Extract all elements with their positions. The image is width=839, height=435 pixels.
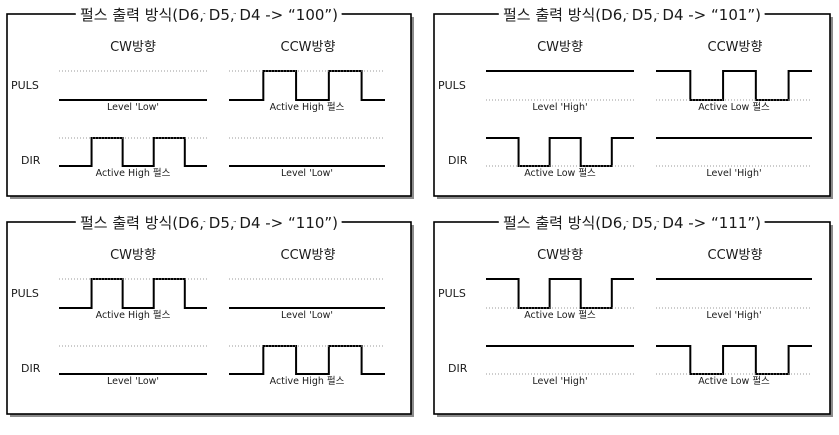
- panel-4: 펄스 출력 방식(D6, D5, D4 -> “111”) CW방향 CCW방향 PU…: [433, 209, 833, 417]
- dir-cw-caption: Level 'High': [532, 376, 587, 387]
- puls-cw-caption: Level 'Low': [107, 102, 159, 113]
- ccw-direction-label: CCW방향: [708, 248, 763, 263]
- dir-ccw-caption: Level 'Low': [281, 168, 333, 179]
- puls-ccw-caption: Active High 펄스: [270, 101, 345, 113]
- puls-cw-caption: Active High 펄스: [96, 309, 171, 321]
- cw-direction-label: CW방향: [537, 248, 583, 263]
- ccw-direction-label: CCW방향: [281, 40, 336, 55]
- dir-cw-waveform: [486, 137, 634, 167]
- panel-frame: [6, 221, 412, 415]
- puls-signal-label: PULS: [11, 287, 39, 300]
- puls-signal-label: PULS: [11, 79, 39, 92]
- dir-ccw-caption: Level 'High': [706, 168, 761, 179]
- puls-cw-waveform: [486, 278, 634, 309]
- puls-signal-label: PULS: [438, 287, 466, 300]
- puls-cw-caption: Level 'High': [532, 102, 587, 113]
- panel-title: 펄스 출력 방식(D6, D5, D4 -> “101”): [503, 6, 761, 24]
- dir-ccw-waveform: [229, 345, 385, 375]
- puls-signal-label: PULS: [438, 79, 466, 92]
- panel-title: 펄스 출력 방식(D6, D5, D4 -> “100”): [80, 6, 338, 24]
- dir-cw-waveform: [59, 137, 207, 167]
- puls-cw-caption: Active Low 펄스: [524, 309, 596, 321]
- dir-ccw-caption: Active Low 펄스: [698, 375, 770, 387]
- cw-direction-label: CW방향: [537, 40, 583, 55]
- panel-frame: [6, 13, 412, 197]
- ccw-direction-label: CCW방향: [708, 40, 763, 55]
- ccw-direction-label: CCW방향: [281, 248, 336, 263]
- puls-ccw-caption: Level 'Low': [281, 310, 333, 321]
- dir-cw-caption: Active High 펄스: [96, 167, 171, 179]
- cw-direction-label: CW방향: [110, 248, 156, 263]
- dir-cw-caption: Level 'Low': [107, 376, 159, 387]
- puls-ccw-waveform: [229, 70, 385, 101]
- dir-ccw-waveform: [656, 345, 812, 375]
- dir-signal-label: DIR: [448, 154, 468, 167]
- panel-1: 펄스 출력 방식(D6, D5, D4 -> “100”) CW방향 CCW방향 PU…: [6, 1, 414, 199]
- panel-title: 펄스 출력 방식(D6, D5, D4 -> “110”): [80, 214, 338, 232]
- dir-signal-label: DIR: [21, 362, 41, 375]
- puls-ccw-waveform: [656, 70, 812, 101]
- panel-frame: [433, 221, 831, 415]
- panel-title: 펄스 출력 방식(D6, D5, D4 -> “111”): [503, 214, 761, 232]
- cw-direction-label: CW방향: [110, 40, 156, 55]
- panel-frame: [433, 13, 831, 197]
- dir-signal-label: DIR: [448, 362, 468, 375]
- dir-cw-caption: Active Low 펄스: [524, 167, 596, 179]
- puls-ccw-caption: Active Low 펄스: [698, 101, 770, 113]
- panel-3: 펄스 출력 방식(D6, D5, D4 -> “110”) CW방향 CCW방향 PU…: [6, 209, 414, 417]
- puls-cw-waveform: [59, 278, 207, 309]
- dir-ccw-caption: Active High 펄스: [270, 375, 345, 387]
- panel-2: 펄스 출력 방식(D6, D5, D4 -> “101”) CW방향 CCW방향 PU…: [433, 1, 833, 199]
- dir-signal-label: DIR: [21, 154, 41, 167]
- puls-ccw-caption: Level 'High': [706, 310, 761, 321]
